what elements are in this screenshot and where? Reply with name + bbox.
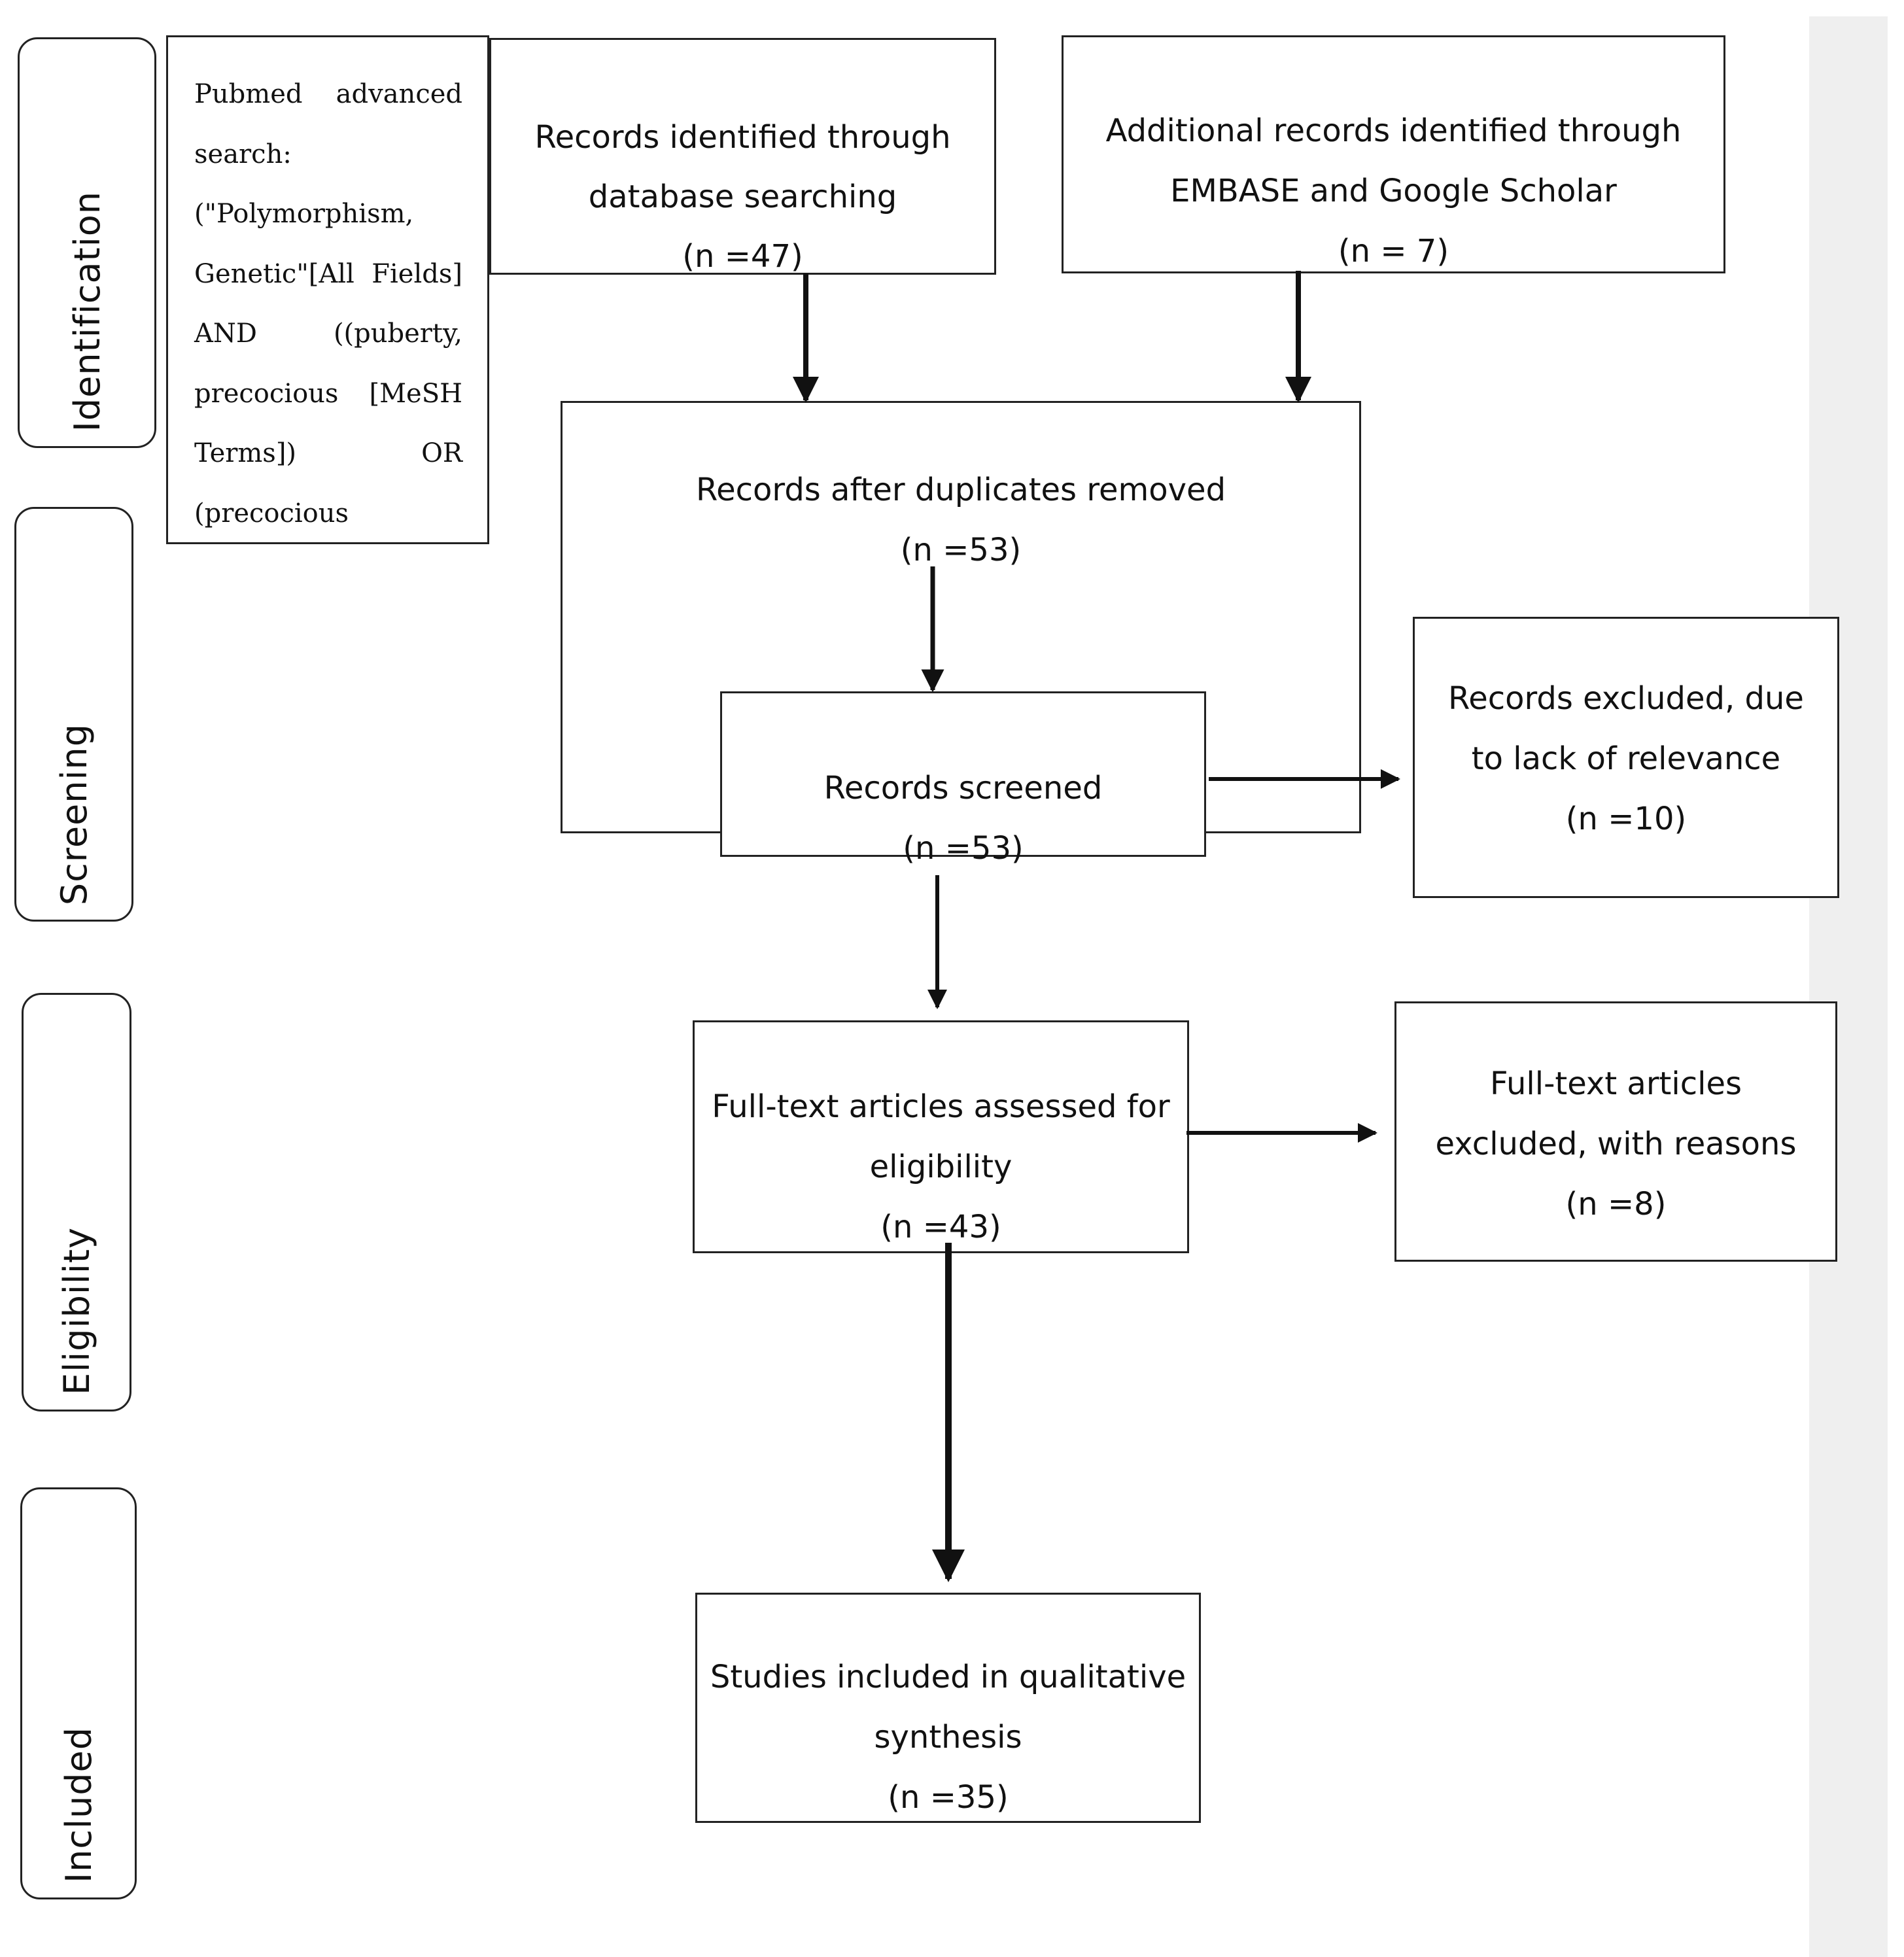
search-line: (precocious (194, 498, 349, 528)
phase-included: Included (20, 1487, 137, 1899)
search-line: AND((puberty, (194, 319, 462, 349)
duplicates-removed-text: Records after duplicates removed (n =53) (695, 472, 1226, 568)
search-line: precocious[MeSH (194, 378, 462, 409)
fulltext-excluded-box: Full-text articles excluded, with reason… (1394, 1001, 1837, 1262)
search-line: ("Polymorphism, (194, 199, 414, 229)
side-panel (1809, 16, 1888, 1957)
database-records-box: Records identified through database sear… (489, 38, 996, 275)
phase-identification: Identification (18, 37, 156, 448)
search-line: Terms])OR (194, 438, 462, 468)
phase-screening: Screening (14, 507, 133, 922)
studies-included-box: Studies included in qualitative synthesi… (695, 1593, 1201, 1823)
additional-records-box: Additional records identified through EM… (1062, 35, 1725, 273)
phase-eligibility: Eligibility (22, 993, 131, 1411)
search-line: search: (194, 139, 292, 169)
fulltext-assessed-box: Full-text articles assessed for eligibil… (693, 1020, 1189, 1253)
records-screened-box: Records screened (n =53) (720, 691, 1206, 867)
records-excluded-box: Records excluded, due to lack of relevan… (1413, 617, 1839, 898)
